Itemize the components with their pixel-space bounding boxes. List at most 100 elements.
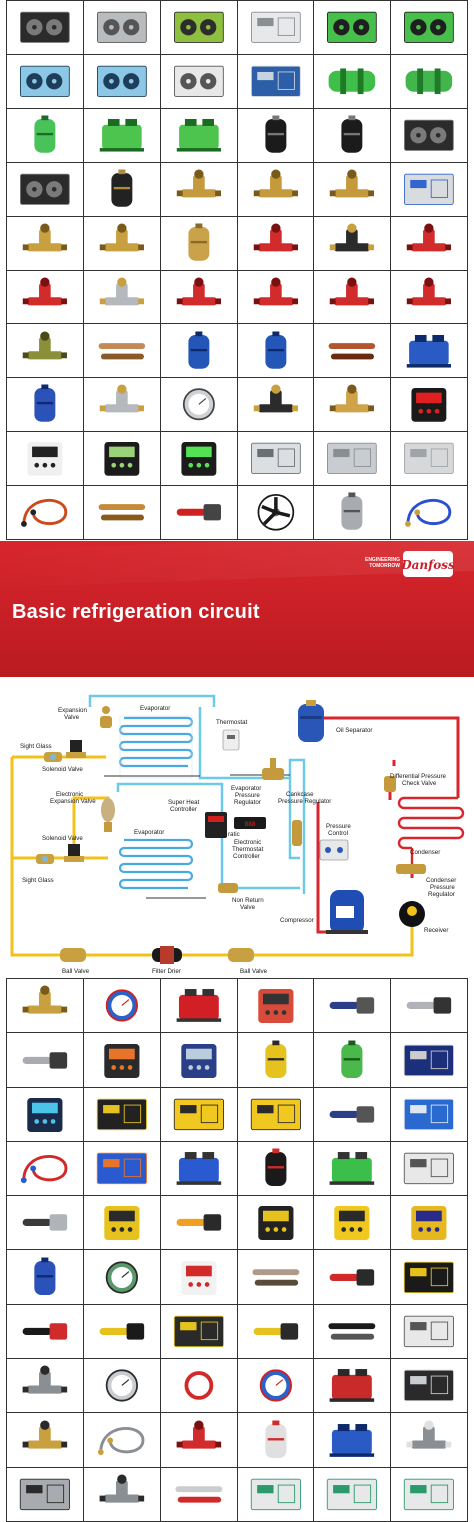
brass-tee-icon bbox=[330, 384, 375, 413]
controller-display-green-icon bbox=[181, 442, 217, 477]
label-epr-3: Regulator bbox=[234, 799, 261, 806]
tool-tile-r5-c2 bbox=[83, 1196, 161, 1251]
product-tile-r9-c4 bbox=[237, 432, 315, 487]
label-cpr2-2: Pressure bbox=[430, 884, 455, 891]
tool-tile-r2-c5 bbox=[314, 1033, 392, 1088]
label-ball-valve-right: Ball Valve bbox=[240, 968, 268, 975]
product-tile-r6-c6 bbox=[391, 270, 468, 325]
product-tile-r10-c2 bbox=[83, 486, 161, 540]
cond-unit-green-icon bbox=[404, 11, 454, 43]
tool-tile-r10-c1 bbox=[7, 1467, 84, 1522]
product-tile-r10-c5 bbox=[314, 486, 392, 540]
tool-tile-r2-c3 bbox=[160, 1033, 238, 1088]
red-valve-icon bbox=[176, 277, 221, 306]
tool-tile-r5-c4 bbox=[237, 1196, 315, 1251]
vacuum-pump-blue-icon bbox=[176, 1152, 221, 1185]
recovery-machine-icon bbox=[404, 1044, 455, 1076]
label-oil-separator: Oil Separator bbox=[336, 727, 372, 734]
tool-tile-r7-c5 bbox=[314, 1304, 392, 1360]
receiver-blue-icon bbox=[188, 331, 210, 369]
product-tile-r4-c1 bbox=[7, 162, 84, 217]
label-etc-0: ratic bbox=[228, 831, 240, 838]
clamp-meter-yellow-icon bbox=[334, 1206, 370, 1241]
product-tile-r7-c2 bbox=[83, 324, 161, 379]
product-tile-r9-c6 bbox=[391, 432, 468, 487]
red-valve-icon bbox=[22, 277, 68, 306]
condenser-pressure-regulator-icon bbox=[396, 864, 426, 874]
power-tool-set-icon bbox=[253, 1323, 298, 1340]
label-solenoid-valve-top: Solenoid Valve bbox=[42, 766, 83, 773]
expansion-valve-brass-icon bbox=[176, 169, 221, 198]
oil-can-icon bbox=[404, 1478, 455, 1511]
tool-tile-r9-c2 bbox=[83, 1413, 161, 1468]
label-ball-valve-left: Ball Valve bbox=[62, 968, 90, 975]
product-tile-r1-c5 bbox=[314, 1, 392, 55]
tool-tile-r3-c6 bbox=[391, 1087, 468, 1142]
tool-tile-r7-c2 bbox=[83, 1304, 161, 1360]
product-tile-r10-c4 bbox=[237, 486, 315, 540]
tool-tile-r1-c1 bbox=[7, 979, 84, 1034]
tool-tile-r3-c2 bbox=[83, 1087, 161, 1142]
label-thermostat: Thermostat bbox=[216, 719, 248, 726]
product-tile-r4-c2 bbox=[83, 162, 161, 217]
tool-tile-r4-c3 bbox=[160, 1141, 238, 1197]
evaporator-panel-icon bbox=[404, 443, 454, 475]
label-shc-2: Controller bbox=[170, 806, 197, 813]
tool-tile-r6-c4 bbox=[237, 1250, 315, 1305]
recip-compressor-green-icon bbox=[99, 118, 144, 152]
label-nrv-1: Non Return bbox=[232, 897, 264, 904]
label-solenoid-valve-bottom: Solenoid Valve bbox=[42, 835, 83, 842]
tool-tile-r2-c4 bbox=[237, 1033, 315, 1088]
label-epr-2: Pressure bbox=[235, 792, 260, 799]
banner-tagline: ENGINEERING TOMORROW bbox=[360, 557, 400, 569]
wire-brush-icon bbox=[22, 1214, 68, 1232]
product-tile-r8-c4 bbox=[237, 378, 315, 433]
product-tile-r2-c3 bbox=[160, 54, 238, 109]
oil-separator-icon bbox=[298, 700, 324, 742]
insulation-tube-icon bbox=[328, 1323, 376, 1340]
digital-manifold-icon bbox=[104, 1043, 140, 1078]
tool-tile-r2-c2 bbox=[83, 1033, 161, 1088]
tool-tile-r10-c5 bbox=[314, 1467, 392, 1522]
tool-tile-r7-c4 bbox=[237, 1304, 315, 1360]
tool-tile-r9-c4 bbox=[237, 1413, 315, 1468]
cond-unit-dark-icon bbox=[20, 173, 70, 205]
controller-set-icon bbox=[27, 442, 63, 477]
liquid-line-main bbox=[10, 757, 414, 957]
pressure-switch-grey-icon bbox=[19, 1478, 70, 1511]
tube-cutter-icon bbox=[329, 997, 375, 1014]
label-etc-2: Thermostat bbox=[232, 846, 264, 853]
hermetic-compressor-black-icon bbox=[341, 115, 363, 153]
digital-gauge-yellow-icon bbox=[104, 1206, 140, 1241]
tool-case-blue-icon bbox=[404, 1098, 455, 1130]
product-tile-r10-c3 bbox=[160, 486, 238, 540]
tagline-line-1: ENGINEERING bbox=[364, 557, 400, 563]
copper-tube-icon bbox=[98, 342, 146, 359]
compressor-icon bbox=[326, 890, 368, 934]
controller-display-icon bbox=[104, 442, 140, 477]
evaporator-bottom bbox=[118, 838, 194, 890]
label-sight-glass-bottom: Sight Glass bbox=[22, 877, 54, 884]
brass-valve-icon bbox=[22, 985, 68, 1014]
tool-tile-r7-c1 bbox=[7, 1304, 84, 1360]
gauge-round-icon bbox=[182, 388, 215, 421]
fan-motor-icon bbox=[341, 492, 363, 530]
red-valve-icon bbox=[253, 223, 298, 252]
digital-probe-icon bbox=[257, 1206, 293, 1241]
valve-grey-icon bbox=[406, 1420, 452, 1449]
tool-tile-r8-c2 bbox=[83, 1359, 161, 1414]
tool-tile-r3-c3 bbox=[160, 1087, 238, 1142]
socket-set-icon bbox=[173, 1315, 224, 1348]
multimeter-yellow-icon bbox=[411, 1206, 447, 1241]
sight-glass-top-icon bbox=[44, 752, 62, 762]
tool-tile-r4-c1 bbox=[7, 1141, 84, 1197]
ball-valve-right-icon bbox=[228, 948, 254, 962]
electronic-thermostat-controller-icon: 888 bbox=[234, 817, 266, 829]
tool-tile-r6-c2 bbox=[83, 1250, 161, 1305]
label-evaporator-top: Evaporator bbox=[140, 705, 170, 712]
cond-unit-blue-icon bbox=[250, 65, 301, 97]
refrigerant-cylinder-green-icon bbox=[341, 1040, 363, 1078]
svg-text:888: 888 bbox=[245, 821, 256, 828]
filter-drier-black-icon bbox=[111, 169, 133, 207]
brass-valve-icon bbox=[22, 223, 68, 252]
